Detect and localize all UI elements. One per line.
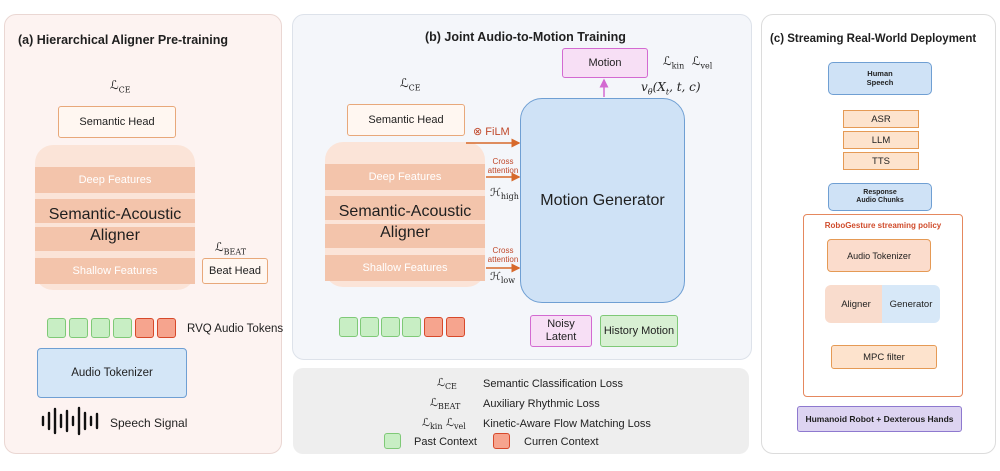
speech-signal-label: Speech Signal — [110, 416, 188, 430]
legend-text-kin-vel: Kinetic-Aware Flow Matching Loss — [483, 418, 651, 430]
loss-ce-a: ℒCE — [110, 78, 131, 95]
semantic-head-b: Semantic Head — [347, 104, 465, 136]
speech-waveform-icon — [41, 406, 99, 436]
panel-c-title: (c) Streaming Real-World Deployment — [770, 33, 977, 45]
beat-head: Beat Head — [202, 258, 268, 284]
token-past — [339, 317, 358, 337]
mpc-filter: MPC filter — [831, 345, 937, 369]
generator-c: Generator — [882, 285, 940, 323]
token-past — [381, 317, 400, 337]
policy-frame — [803, 214, 963, 397]
film-op-icon: ⊗ — [473, 126, 483, 138]
cross-attention-low: Cross attention — [487, 246, 519, 265]
aligner-band-b — [325, 196, 485, 220]
semantic-head-a: Semantic Head — [58, 106, 176, 138]
panel-b-title: (b) Joint Audio-to-Motion Training — [425, 30, 626, 44]
rvq-label: RVQ Audio Tokens — [187, 323, 284, 335]
h-low: ℋlow — [490, 270, 516, 286]
token-current — [446, 317, 465, 337]
legend-past-label: Past Context — [414, 436, 477, 448]
legend-past-swatch — [384, 433, 401, 449]
asr-box: ASR — [843, 110, 919, 128]
humanoid-robot-box: Humanoid Robot + Dexterous Hands — [797, 406, 962, 432]
legend-text-beat: Auxiliary Rhythmic Loss — [483, 398, 600, 410]
motion-box: Motion — [562, 48, 648, 78]
aligner-band-a2 — [35, 227, 195, 251]
noisy-latent: Noisy Latent — [530, 315, 592, 347]
film-label: ⊗ FiLM — [473, 126, 510, 138]
deep-features-b: Deep Features — [325, 164, 485, 190]
loss-kin-vel: ℒkin ℒvel — [663, 54, 713, 71]
loss-ce-b: ℒCE — [400, 76, 421, 93]
token-current — [135, 318, 154, 338]
legend-current-label: Curren Context — [524, 436, 599, 448]
legend-current-swatch — [493, 433, 510, 449]
shallow-features-a: Shallow Features — [35, 258, 195, 284]
legend-symbol-ce: ℒCE — [437, 376, 457, 392]
cross-attention-high: Cross attention — [487, 157, 519, 176]
history-motion: History Motion — [600, 315, 678, 347]
aligner-band-b2 — [325, 224, 485, 248]
aligner-label-b: Semantic-Acoustic Aligner — [338, 203, 472, 241]
deep-features-a: Deep Features — [35, 167, 195, 193]
legend-symbol-kin-vel: ℒkin ℒvel — [422, 416, 466, 432]
token-current — [157, 318, 176, 338]
token-past — [47, 318, 66, 338]
aligner-label-a: Semantic-Acoustic Aligner — [48, 206, 182, 244]
panel-a-title: (a) Hierarchical Aligner Pre-training — [18, 33, 229, 47]
token-past — [91, 318, 110, 338]
loss-beat-a: ℒBEAT — [215, 240, 247, 257]
velocity-field: vθ(Xt, t, c) — [641, 80, 701, 97]
audio-tokenizer-a: Audio Tokenizer — [37, 348, 187, 398]
audio-tokenizer-c: Audio Tokenizer — [827, 239, 931, 272]
response-audio-chunks: Response Audio Chunks — [828, 183, 932, 211]
h-high: ℋhigh — [490, 186, 519, 202]
policy-title: RoboGesture streaming policy — [824, 221, 942, 230]
aligner-c: Aligner — [825, 285, 887, 323]
legend-text-ce: Semantic Classification Loss — [483, 378, 624, 390]
shallow-features-b: Shallow Features — [325, 255, 485, 281]
tts-box: TTS — [843, 152, 919, 170]
motion-generator: Motion Generator — [520, 98, 685, 303]
token-past — [69, 318, 88, 338]
legend-symbol-beat: ℒBEAT — [430, 396, 461, 412]
legend-panel — [293, 368, 749, 454]
human-speech: Human Speech — [828, 62, 932, 95]
token-past — [360, 317, 379, 337]
llm-box: LLM — [843, 131, 919, 149]
aligner-band-a — [35, 199, 195, 223]
token-past — [113, 318, 132, 338]
token-past — [402, 317, 421, 337]
token-current — [424, 317, 443, 337]
